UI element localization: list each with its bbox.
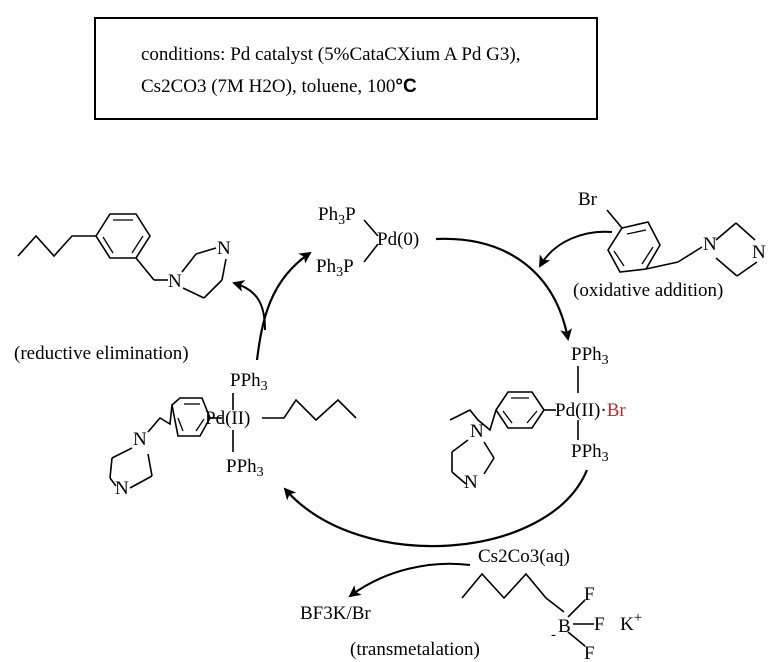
reductive-elimination-label: (reductive elimination) bbox=[14, 343, 189, 364]
boron-atom: B bbox=[558, 616, 571, 637]
nitrogen-atom: N bbox=[464, 472, 478, 493]
conditions-line-1: conditions: Pd catalyst (5%CataCXium A P… bbox=[141, 44, 520, 65]
pd2-right-label: Pd(II)·Br bbox=[555, 400, 626, 421]
nitrogen-atom: N bbox=[470, 421, 484, 442]
oxidative-addition-label: (oxidative addition) bbox=[573, 280, 723, 301]
pd2-left-label: Pd(II) bbox=[205, 408, 250, 429]
bromide-ligand: Br bbox=[607, 400, 627, 421]
arrow-to-oxidative bbox=[435, 237, 573, 341]
svg-text:PPh3: PPh3 bbox=[571, 344, 609, 368]
pd2-right-complex: PPh3 Pd(II)·Br PPh3 N N bbox=[449, 344, 626, 493]
aryl-bromide: Br N N bbox=[578, 189, 766, 277]
potassium-ion: K+ bbox=[620, 610, 642, 635]
arrow-product-out bbox=[232, 280, 266, 331]
arrow-to-transmetalation bbox=[283, 469, 589, 548]
fluorine-atom: F bbox=[584, 643, 595, 662]
nitrogen-atom: N bbox=[168, 271, 182, 292]
borate-charge: - bbox=[551, 627, 556, 643]
nitrogen-atom: N bbox=[115, 478, 129, 499]
conditions-box bbox=[94, 17, 598, 120]
degree-celsius: °C bbox=[395, 76, 417, 97]
arrow-to-reductive bbox=[255, 251, 312, 361]
bromine-atom: Br bbox=[578, 189, 598, 210]
pd0-label: Pd(0) bbox=[377, 229, 419, 250]
nitrogen-atom: N bbox=[217, 238, 231, 259]
svg-text:PPh3: PPh3 bbox=[571, 441, 609, 465]
svg-text:PPh3: PPh3 bbox=[226, 456, 264, 480]
nitrogen-atom: N bbox=[752, 242, 766, 263]
product-molecule: N N bbox=[17, 213, 231, 299]
svg-text:Ph3P: Ph3P bbox=[318, 204, 356, 228]
svg-text:Ph3P: Ph3P bbox=[316, 256, 354, 280]
nitrogen-atom: N bbox=[703, 234, 717, 255]
arrow-oxidative-input bbox=[538, 230, 613, 268]
arrow-byproduct-out bbox=[348, 562, 471, 598]
pd2-left-complex: PPh3 Pd(II) PPh3 N N bbox=[109, 370, 357, 499]
byproduct-label: BF3K/Br bbox=[300, 603, 371, 624]
nitrogen-atom: N bbox=[133, 429, 147, 450]
conditions-line-2: Cs2CO3 (7M H2O), toluene, 100°C bbox=[141, 76, 417, 97]
pd0-complex: Ph3P Pd(0) Ph3P bbox=[316, 204, 419, 280]
fluorine-atom: F bbox=[594, 614, 605, 635]
transmetalation-label: (transmetalation) bbox=[350, 639, 480, 660]
fluorine-atom: F bbox=[584, 584, 595, 605]
base-label: Cs2Co3(aq) bbox=[478, 546, 570, 567]
alkyl-trifluoroborate: B - F F F K+ bbox=[461, 572, 642, 662]
svg-text:PPh3: PPh3 bbox=[230, 370, 268, 394]
